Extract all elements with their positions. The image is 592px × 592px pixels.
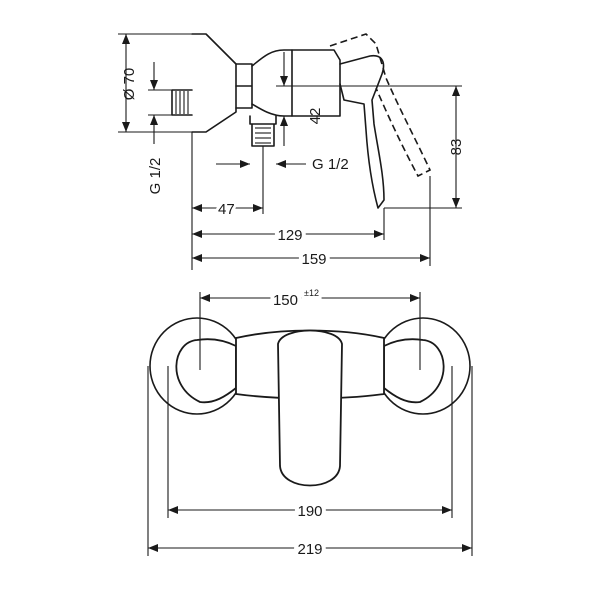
left-union [175, 338, 237, 404]
dim-d150: 150 [273, 292, 298, 309]
s-union [251, 49, 293, 117]
dim-d150-tolerance: ±12 [304, 288, 319, 298]
mixer-body [291, 49, 341, 117]
right-union [383, 338, 445, 404]
lever-handle [339, 54, 385, 209]
dim-d47: 47 [218, 201, 235, 218]
dim-g12-left: G 1/2 [147, 158, 164, 195]
dim-d83: 83 [448, 139, 465, 156]
hex-nut [235, 63, 253, 109]
dim-d159: 159 [301, 251, 326, 268]
dim-d219: 219 [297, 541, 322, 558]
lever-front [277, 329, 343, 487]
dim-d70: Ø 70 [121, 68, 138, 101]
inlet-thread [171, 89, 193, 116]
side-view [171, 33, 432, 209]
dim-d190: 190 [297, 503, 322, 520]
outlet-nipple [249, 115, 277, 147]
front-extension-lines [147, 292, 473, 556]
dim-g12-right: G 1/2 [312, 156, 349, 173]
dim-d129: 129 [277, 227, 302, 244]
lever-handle-open [329, 33, 432, 178]
wall-flange [191, 33, 237, 133]
front-view [149, 317, 471, 487]
dim-d42: 42 [307, 108, 324, 125]
